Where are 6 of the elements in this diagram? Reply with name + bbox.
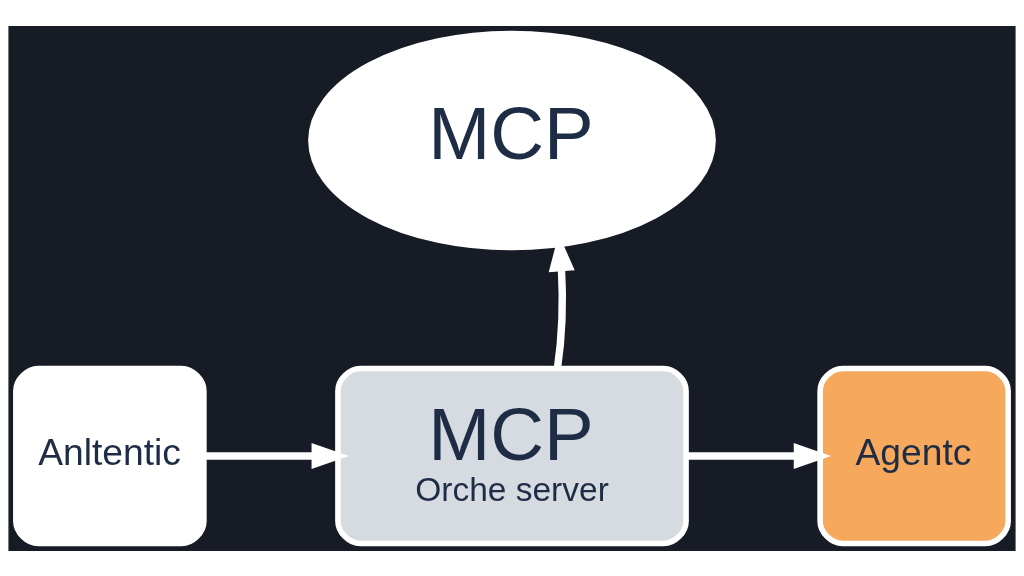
node-box: MCP Orche server [335, 365, 689, 546]
arrow [686, 442, 832, 469]
arrow [204, 442, 349, 469]
node-ellipse: MCP [308, 30, 716, 250]
node-box: Anltentic [13, 365, 207, 546]
node-box: Agentc [817, 365, 1011, 546]
